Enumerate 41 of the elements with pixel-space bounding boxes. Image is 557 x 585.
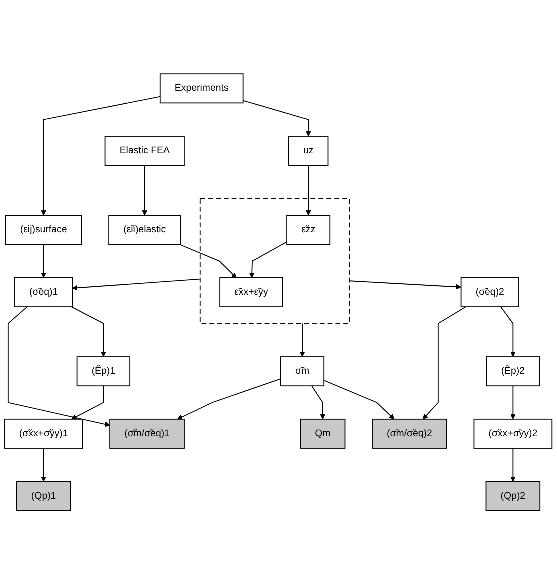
arrow [177,378,282,420]
arrow [300,323,306,358]
node-box: (σ̃m/σ̃eq)1 [110,418,185,449]
arrow [510,448,516,482]
arrow [41,244,46,278]
arrow [71,306,106,358]
node-box: (Qp)1 [16,481,72,512]
arrow [72,278,201,291]
arrow [312,386,326,420]
node-box: ε̃zz [286,215,331,246]
node-box: Elastic FEA [104,136,185,166]
node-box: uz [288,136,329,166]
node-box: ε̃xx+ε̃yy [220,278,284,308]
node-box: σ̃m [280,356,325,387]
node-box: (εij)surface [5,215,82,246]
arrow [500,306,516,358]
arrow [306,165,312,216]
node-box: (Ẽp)2 [486,356,540,387]
node-box: (ε̃ii)elastic [108,215,182,246]
arrow [510,386,516,420]
arrow [179,244,237,278]
arrow [142,165,148,216]
node-box: (σ̃xx+σ̃yy)1 [4,418,84,449]
node-box: (Qp)2 [486,481,541,512]
node-box: (σ̃m/σ̃eq)2 [372,418,448,449]
cluster [200,198,350,324]
arrow [349,280,462,290]
node-box: Qm [300,418,346,449]
arrow [71,386,104,420]
arrow [422,306,466,420]
arrow [41,448,46,482]
arrow [41,96,161,216]
node-box: (σ̃xx+σ̃yy)2 [474,418,553,449]
arrow [8,306,110,428]
arrow [324,380,395,420]
arrow [249,242,288,278]
node-box: (σ̃eq)1 [14,278,74,308]
node-box: (σ̃eq)2 [460,278,520,308]
arrow [242,100,312,137]
node-box: Experiments [160,74,244,104]
node-box: (Ẽp)1 [76,356,131,387]
